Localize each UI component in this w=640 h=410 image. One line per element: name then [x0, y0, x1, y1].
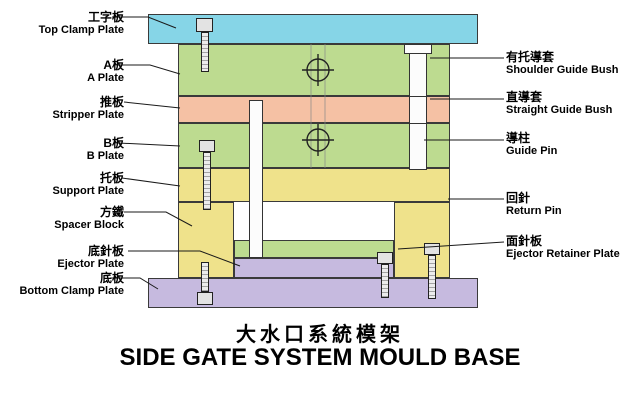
label-b-plate-en: B Plate — [86, 150, 124, 162]
leader-support-plate — [121, 177, 181, 187]
ejector-screw-shaft — [381, 264, 389, 298]
ejector-retainer-plate-shape — [234, 240, 394, 258]
leader-stripper-plate — [123, 101, 181, 109]
label-support-plate: 托板 Support Plate — [52, 171, 124, 198]
leader-b-plate — [117, 142, 181, 147]
label-guide-pin-en: Guide Pin — [506, 145, 558, 157]
leader-a-plate — [118, 64, 181, 75]
label-shoulder-guide-bush: 有托導套 Shoulder Guide Bush — [506, 50, 618, 77]
label-return-pin: 回針 Return Pin — [506, 191, 562, 218]
label-ejector-retainer-plate: 面針板 Ejector Retainer Plate — [506, 234, 620, 261]
label-a-plate-zh: A板 — [103, 58, 124, 72]
label-support-plate-zh: 托板 — [99, 171, 124, 185]
label-stripper-plate-en: Stripper Plate — [52, 109, 124, 121]
label-a-plate: A板 A Plate — [87, 58, 124, 85]
label-a-plate-en: A Plate — [87, 72, 124, 84]
shoulder-guide-bush-flange — [404, 44, 432, 54]
label-ejector-plate: 底針板 Ejector Plate — [57, 244, 124, 271]
label-ejector-retainer-plate-en: Ejector Retainer Plate — [506, 248, 620, 260]
label-ejector-plate-en: Ejector Plate — [57, 258, 124, 270]
label-b-plate-zh: B板 — [103, 136, 124, 150]
label-ejector-retainer-plate-zh: 面針板 — [506, 234, 543, 248]
bush-seam-bottom — [409, 123, 427, 124]
label-top-clamp-plate-en: Top Clamp Plate — [38, 24, 124, 36]
label-return-pin-en: Return Pin — [506, 205, 562, 217]
guide-pin-center — [249, 100, 263, 258]
label-straight-guide-bush-en: Straight Guide Bush — [506, 104, 613, 116]
label-spacer-block-zh: 方鐵 — [99, 205, 124, 219]
label-guide-pin-zh: 導柱 — [506, 131, 531, 145]
label-stripper-plate: 推板 Stripper Plate — [52, 95, 124, 122]
return-pin-head — [424, 243, 440, 255]
label-b-plate: B板 B Plate — [87, 136, 124, 163]
label-guide-pin: 導柱 Guide Pin — [506, 131, 557, 158]
label-spacer-block: 方鐵 Spacer Block — [54, 205, 124, 232]
label-shoulder-guide-bush-en: Shoulder Guide Bush — [506, 64, 619, 76]
guide-bush-column — [409, 44, 427, 170]
ejector-plate-shape — [234, 258, 394, 278]
label-bottom-clamp-plate: 底板 Bottom Clamp Plate — [19, 271, 124, 298]
spacer-block-right-shape — [394, 202, 450, 278]
label-stripper-plate-zh: 推板 — [99, 95, 124, 109]
bush-seam-top — [409, 96, 427, 97]
cap-screw-mid-left-head — [199, 140, 215, 152]
return-pin-shaft — [428, 255, 436, 299]
cap-screw-top-left-head — [196, 18, 213, 32]
label-straight-guide-bush: 直導套 Straight Guide Bush — [506, 90, 612, 117]
label-top-clamp-plate: 工字板 Top Clamp Plate — [39, 10, 124, 37]
ejector-screw-head — [377, 252, 393, 264]
label-straight-guide-bush-zh: 直導套 — [506, 90, 543, 104]
label-bottom-clamp-plate-zh: 底板 — [99, 271, 124, 285]
label-bottom-clamp-plate-en: Bottom Clamp Plate — [19, 285, 124, 297]
cap-screw-bottom-left-head — [197, 292, 213, 305]
label-spacer-block-en: Spacer Block — [54, 219, 124, 231]
cap-screw-top-left-shaft — [201, 32, 209, 72]
support-plate-shape — [178, 168, 450, 202]
title-chinese: 大水口系統模架 — [236, 324, 404, 346]
cap-screw-bottom-left-shaft — [201, 262, 209, 292]
title-english: SIDE GATE SYSTEM MOULD BASE — [119, 344, 521, 371]
stripper-plate-shape — [178, 96, 450, 123]
label-shoulder-guide-bush-zh: 有托導套 — [506, 50, 555, 64]
label-support-plate-en: Support Plate — [52, 185, 124, 197]
label-ejector-plate-zh: 底針板 — [87, 244, 124, 258]
label-return-pin-zh: 回針 — [506, 191, 531, 205]
label-top-clamp-plate-zh: 工字板 — [87, 10, 124, 24]
cap-screw-mid-left-shaft — [203, 152, 211, 210]
